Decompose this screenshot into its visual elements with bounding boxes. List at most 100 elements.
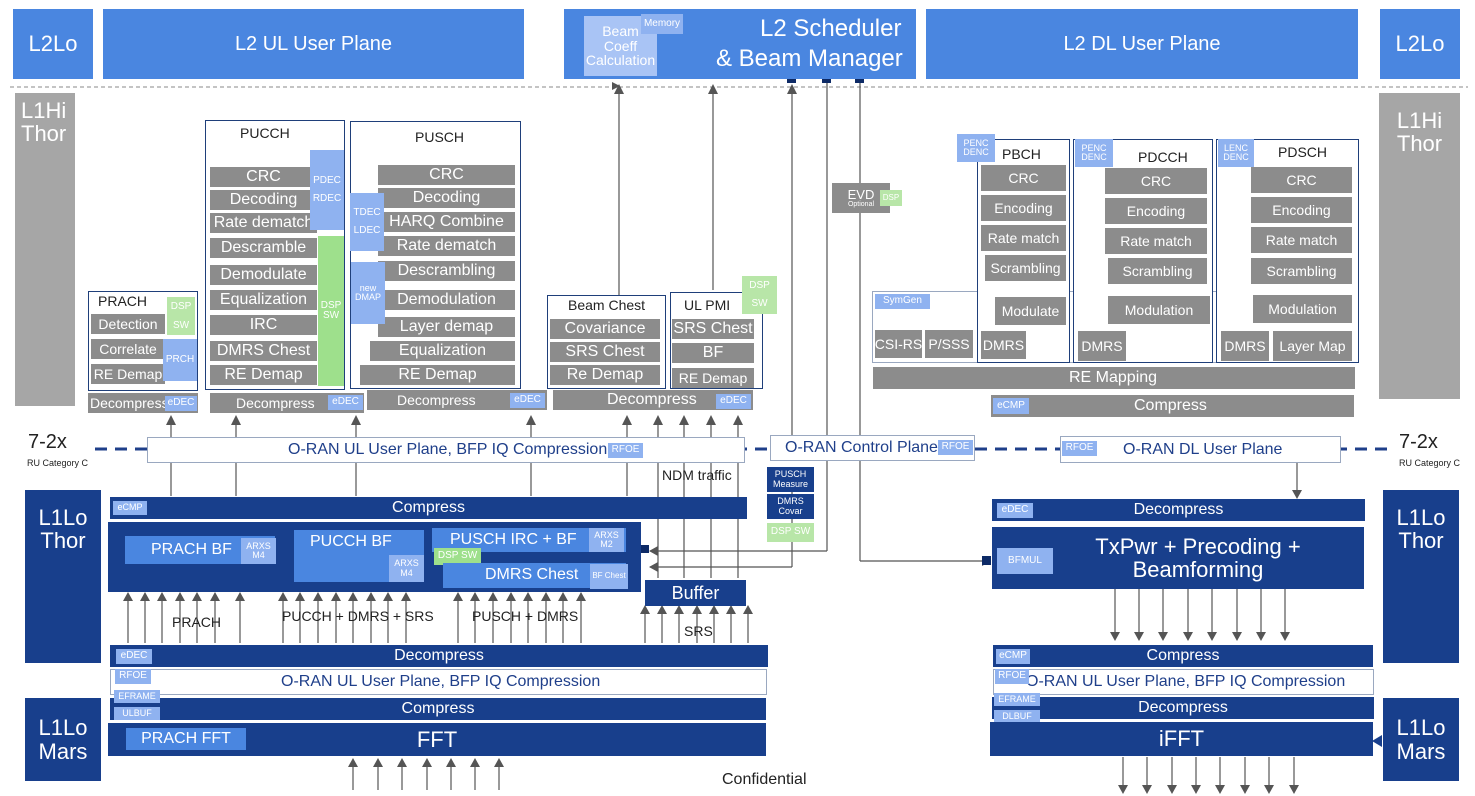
pucch-dmrs-chest: DMRS Chest: [210, 341, 317, 361]
l2lo-right: L2Lo: [1380, 9, 1460, 79]
dl-ecmp: eCMP: [993, 398, 1029, 414]
pdsch-crc: CRC: [1251, 167, 1352, 193]
beam-covariance: Covariance: [550, 319, 660, 339]
pucch-rate-dematch: Rate dematch: [210, 213, 317, 233]
pdsch-layer-map: Layer Map: [1273, 331, 1352, 361]
pucch-re-demap: RE Demap: [210, 365, 317, 385]
pss-sss: P/SSS: [925, 330, 973, 358]
pucch-decoding: Decoding: [210, 190, 317, 210]
pusch-decompress: Decompress: [367, 390, 547, 410]
pucch-equalization: Equalization: [210, 290, 317, 310]
bfmul-badge: BFMUL: [997, 548, 1053, 574]
ul-ecmp: eCMP: [113, 501, 147, 515]
pusch-tdec-ldec: TDEC LDEC: [350, 193, 384, 251]
txpwr-line2: Beamforming: [1132, 557, 1264, 582]
beam-re-demap: Re Demap: [550, 365, 660, 385]
dl-compress-bar: Compress: [993, 645, 1373, 667]
dl-mars-ul-plane: O-RAN UL User Plane, BFP IQ Compression: [993, 669, 1374, 695]
prach-edec: eDEC: [165, 396, 197, 411]
dl-eframe-badge: EFRAME: [994, 693, 1040, 706]
dl-mars-rfoe: RFOE: [995, 669, 1029, 684]
thor-label: Thor: [1398, 528, 1444, 554]
ul-pmi-sw: SW: [742, 295, 777, 314]
fronthaul-ul-label: O-RAN UL User Plane, BFP IQ Compression: [288, 441, 608, 458]
prach-detection: Detection: [91, 314, 165, 334]
pucch-decompress: Decompress: [210, 393, 364, 413]
pucch-pdec-rdec: PDEC RDEC: [310, 150, 344, 230]
dl-plane-label: O-RAN DL User Plane: [1123, 440, 1283, 458]
thor-label: Thor: [1396, 131, 1443, 157]
fronthaul-cp-rfoe: RFOE: [938, 440, 973, 455]
l1lo-label: L1Lo: [38, 505, 88, 530]
l1lo-label: L1Lo: [1396, 715, 1446, 741]
l1lo-mars-left: L1Lo Mars: [25, 698, 101, 781]
pucch-dsp-sw: DSP SW: [318, 236, 344, 386]
pucch-irc: IRC: [210, 315, 317, 335]
pbch-scrambling: Scrambling: [985, 255, 1066, 281]
pusch-measure: PUSCH Measure: [767, 467, 814, 492]
prach-title: PRACH: [98, 293, 148, 309]
dlbuf-badge: DLBUF: [994, 710, 1040, 723]
re-mapping: RE Mapping: [873, 367, 1355, 389]
mars-ul-plane: O-RAN UL User Plane, BFP IQ Compression: [110, 669, 767, 695]
split-label-left: 7-2x: [28, 431, 67, 453]
dl-mars-ul-plane-label: O-RAN UL User Plane, BFP IQ Compression: [1026, 673, 1346, 690]
confidential-footer: Confidential: [722, 771, 807, 788]
fronthaul-ul-rfoe: RFOE: [608, 443, 643, 458]
l2-dl-user-plane: L2 DL User Plane: [926, 9, 1358, 79]
dl-decompress-bar: Decompress: [992, 499, 1365, 521]
dl-mars-decompress: Decompress: [992, 697, 1374, 719]
pusch-irc-arxs: ARXS M2: [589, 528, 624, 552]
ul-pmi-dsp: DSP: [742, 276, 777, 296]
dl-compress: Compress: [991, 395, 1354, 417]
pucch-stream-label: PUCCH + DMRS + SRS: [282, 608, 434, 624]
ldec-label: LDEC: [353, 225, 381, 236]
pusch-dsp-sw: DSP SW: [434, 548, 481, 565]
ul-pmi-bf: BF: [672, 343, 754, 363]
pdcch-dmrs: DMRS: [1078, 331, 1126, 361]
l1hi-label: L1Hi: [21, 98, 67, 123]
pusch-descrambling: Descrambling: [378, 261, 515, 281]
beam-edec: eDEC: [716, 394, 751, 409]
ul-edec: eDEC: [116, 649, 152, 664]
pdsch-dmrs: DMRS: [1221, 331, 1269, 361]
pbch-encoding: Encoding: [981, 195, 1066, 221]
pbch-dmrs: DMRS: [981, 331, 1026, 359]
pusch-new-dmap: new DMAP: [351, 262, 385, 324]
prch-accelerator: PRCH: [163, 339, 197, 381]
beam-decompress: Decompress: [553, 390, 753, 410]
prach-re-demap: RE Demap: [91, 364, 165, 384]
l1hi-thor-right: L1Hi Thor: [1379, 93, 1460, 399]
pdsch-title: PDSCH: [1278, 144, 1328, 160]
mars-ul-rfoe: RFOE: [115, 669, 151, 684]
dmrs-covar: DMRS Covar: [767, 494, 814, 519]
pusch-layer-demap: Layer demap: [378, 317, 515, 337]
prach-sw-badge: SW: [167, 317, 195, 335]
split-sub-left: RU Category C: [27, 458, 89, 468]
evd-optional: Optional: [847, 201, 875, 209]
beam-chest-title: Beam Chest: [568, 297, 646, 313]
ul-pmi-srs-chest: SRS Chest: [672, 319, 754, 339]
prach-stream-label: PRACH: [172, 614, 222, 630]
pdcch-encoding: Encoding: [1105, 198, 1207, 224]
pusch-equalization: Equalization: [370, 341, 515, 361]
pucch-crc: CRC: [210, 167, 317, 187]
pbch-crc: CRC: [981, 165, 1066, 191]
penc-label: PENC: [963, 137, 989, 148]
pbch-modulate: Modulate: [995, 297, 1066, 325]
l1lo-thor-right: L1Lo Thor: [1383, 490, 1459, 663]
split-label-right: 7-2x: [1399, 431, 1438, 453]
pucch-edec: eDEC: [328, 395, 363, 410]
pbch-rate-match: Rate match: [981, 225, 1066, 251]
prach-correlate: Correlate: [91, 339, 165, 359]
evd-dsp: DSP: [880, 190, 902, 206]
split-sub-right: RU Category C: [1399, 458, 1461, 468]
pucch-bf-arxs: ARXS M4: [389, 555, 424, 582]
ifft-block: iFFT: [990, 722, 1373, 756]
pdsch-rate-match: Rate match: [1251, 227, 1352, 253]
mars-ul-plane-label: O-RAN UL User Plane, BFP IQ Compression: [281, 673, 601, 690]
thor-label: Thor: [40, 528, 86, 554]
pbch-title: PBCH: [1002, 146, 1041, 162]
bf-chest-badge: BF Chest: [590, 564, 628, 589]
mars-ul-compress: Compress: [110, 698, 766, 720]
